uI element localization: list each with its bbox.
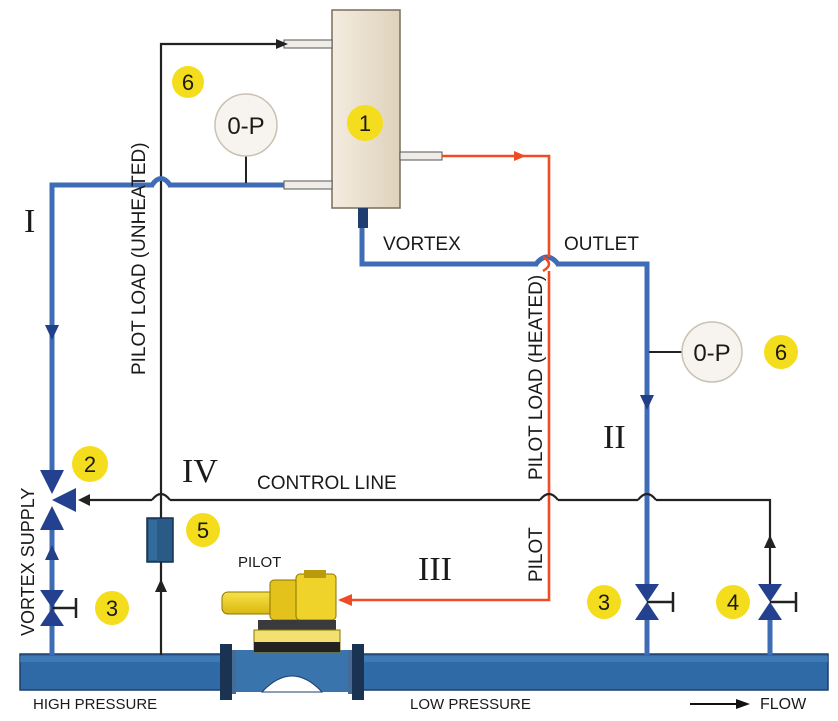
left-flange	[220, 644, 232, 700]
svg-text:3: 3	[106, 596, 118, 621]
roman-iii: III	[418, 551, 452, 588]
callout-2: 2	[72, 446, 108, 482]
label-flow: FLOW	[760, 696, 807, 713]
pilot-load-heated-line	[340, 154, 551, 602]
callout-3-right: 3	[587, 585, 621, 619]
roman-i: I	[24, 203, 35, 240]
main-pipe	[19, 644, 829, 700]
label-control-line: CONTROL LINE	[257, 473, 397, 494]
label-pilot-load-heated: PILOT LOAD (HEATED)	[526, 275, 547, 480]
label-outlet: OUTLET	[564, 234, 639, 255]
svg-text:2: 2	[84, 452, 96, 477]
callout-5: 5	[186, 513, 220, 547]
supply-arrow-i	[45, 325, 59, 340]
label-vortex: VORTEX	[383, 234, 461, 255]
callout-1: 1	[347, 105, 383, 141]
pilot-valve	[221, 570, 341, 653]
gauge-top: 0-P	[214, 93, 278, 157]
gauge-top-label: 0-P	[227, 113, 264, 140]
roman-iv: IV	[182, 453, 218, 490]
heated-arrow	[338, 594, 352, 606]
pilot-load-unheated-line	[159, 42, 280, 655]
label-pilot-load-unheated: PILOT LOAD (UNHEATED)	[129, 142, 150, 375]
svg-text:4: 4	[727, 590, 739, 615]
valve-2	[40, 470, 76, 530]
svg-text:3: 3	[598, 590, 610, 615]
roman-ii: II	[603, 419, 626, 456]
label-pilot-vertical: PILOT	[526, 527, 547, 582]
label-low-pressure: LOW PRESSURE	[410, 696, 531, 713]
callout-6-right: 6	[764, 335, 798, 369]
control-line-iv	[82, 498, 772, 590]
callout-4: 4	[716, 585, 750, 619]
svg-text:5: 5	[197, 518, 209, 543]
right-flange	[352, 644, 364, 700]
callout-3-left: 3	[95, 591, 129, 625]
valve-4	[758, 584, 798, 620]
svg-text:1: 1	[359, 111, 371, 136]
valve-3-right	[635, 584, 675, 620]
label-vortex-supply: VORTEX SUPPLY	[18, 488, 38, 636]
flow-arrow	[690, 699, 750, 709]
device-5	[146, 517, 174, 563]
label-pilot: PILOT	[238, 554, 281, 571]
gauge-right-label: 0-P	[693, 340, 730, 367]
svg-text:6: 6	[775, 340, 787, 365]
vortex-arrow-ii	[640, 395, 654, 410]
supply-line-i	[49, 182, 284, 655]
label-high-pressure: HIGH PRESSURE	[33, 696, 157, 713]
callout-6-top: 6	[172, 66, 204, 98]
svg-text:6: 6	[182, 70, 194, 95]
valve-3-left	[40, 590, 78, 626]
control-arrow	[78, 494, 90, 506]
unheated-arrow	[276, 39, 288, 49]
gauge-right: 0-P	[681, 321, 743, 383]
vortex-line-ii	[359, 228, 650, 655]
